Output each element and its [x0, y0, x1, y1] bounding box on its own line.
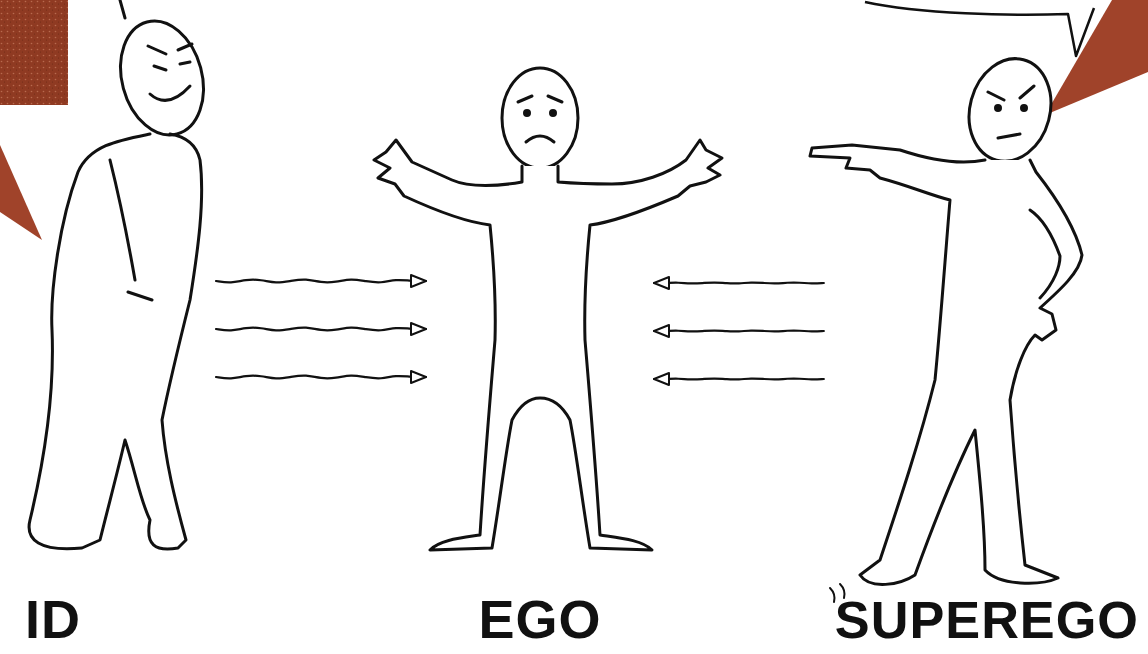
figure-node: EGO [430, 10, 650, 650]
figure-node: SUPEREGO [830, 10, 1144, 650]
figure-eyebrows [518, 96, 562, 102]
figure-body [374, 140, 722, 550]
figure-eye [551, 111, 556, 116]
figure-body [810, 145, 1082, 584]
influence-arrow [216, 328, 426, 331]
figure-eyes [154, 62, 190, 70]
speech-bubble-tail [120, 0, 125, 18]
figure-head [958, 49, 1062, 170]
figure-eyebrows [988, 86, 1034, 100]
figure-smirk [150, 86, 190, 100]
figure-label: ID [25, 592, 81, 646]
figure-arm [1030, 210, 1060, 298]
callout-pointer [1045, 0, 1148, 115]
figure-eye [996, 106, 1001, 111]
figure-node: ID [5, 10, 210, 650]
callout-pointer [0, 145, 42, 240]
influence-arrow [654, 329, 824, 332]
figure-label: SUPEREGO [835, 594, 1139, 646]
influence-arrow [216, 280, 426, 283]
figure-arm [110, 160, 152, 300]
figure-body [29, 134, 202, 549]
figure-eye [525, 111, 530, 116]
speech-bubble [865, 2, 1094, 56]
callout-box [0, 0, 68, 105]
figure-label: EGO [478, 592, 601, 646]
influence-arrow [654, 281, 824, 284]
figure-head [108, 12, 215, 145]
influence-arrow [654, 377, 824, 380]
figure-head [502, 68, 578, 168]
figure-mouth [998, 134, 1020, 138]
figure-frown [526, 136, 554, 142]
figure-eyebrows [148, 44, 192, 54]
influence-arrow [216, 376, 426, 379]
figure-eye [1022, 106, 1027, 111]
